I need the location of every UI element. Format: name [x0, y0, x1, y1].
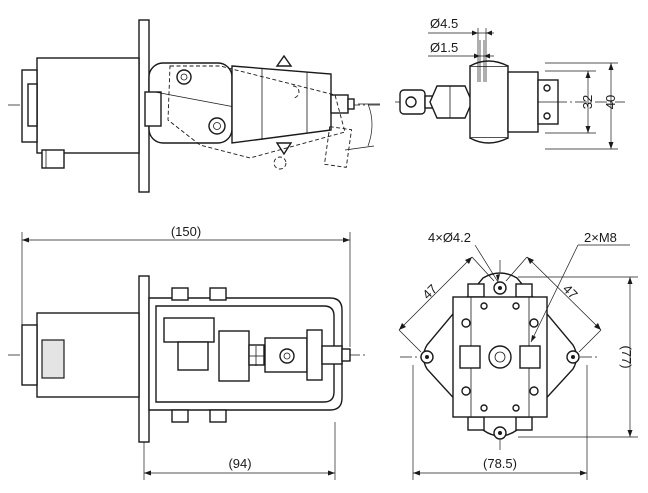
flange-view-bottom [398, 244, 638, 480]
dim-label-47-right: 47 [560, 281, 581, 302]
dim-label-47-left: 47 [419, 281, 440, 302]
dim-label-d4-5: Ø4.5 [430, 16, 458, 31]
thread-callout: 2×M8 [584, 230, 617, 245]
dim-label-40: 40 [603, 95, 618, 109]
plan-view-bottom [8, 232, 368, 480]
dim-label-32: 32 [580, 95, 595, 109]
dim-label-150: (150) [171, 224, 201, 239]
dim-label-d1-5: Ø1.5 [430, 40, 458, 55]
hole-callout: 4×Ø4.2 [428, 230, 471, 245]
dim-label-77: (77) [619, 345, 634, 368]
dim-label-78-5: (78.5) [483, 456, 517, 471]
end-view-top [395, 28, 625, 150]
side-view-top [8, 19, 382, 193]
dim-label-94: (94) [228, 456, 251, 471]
